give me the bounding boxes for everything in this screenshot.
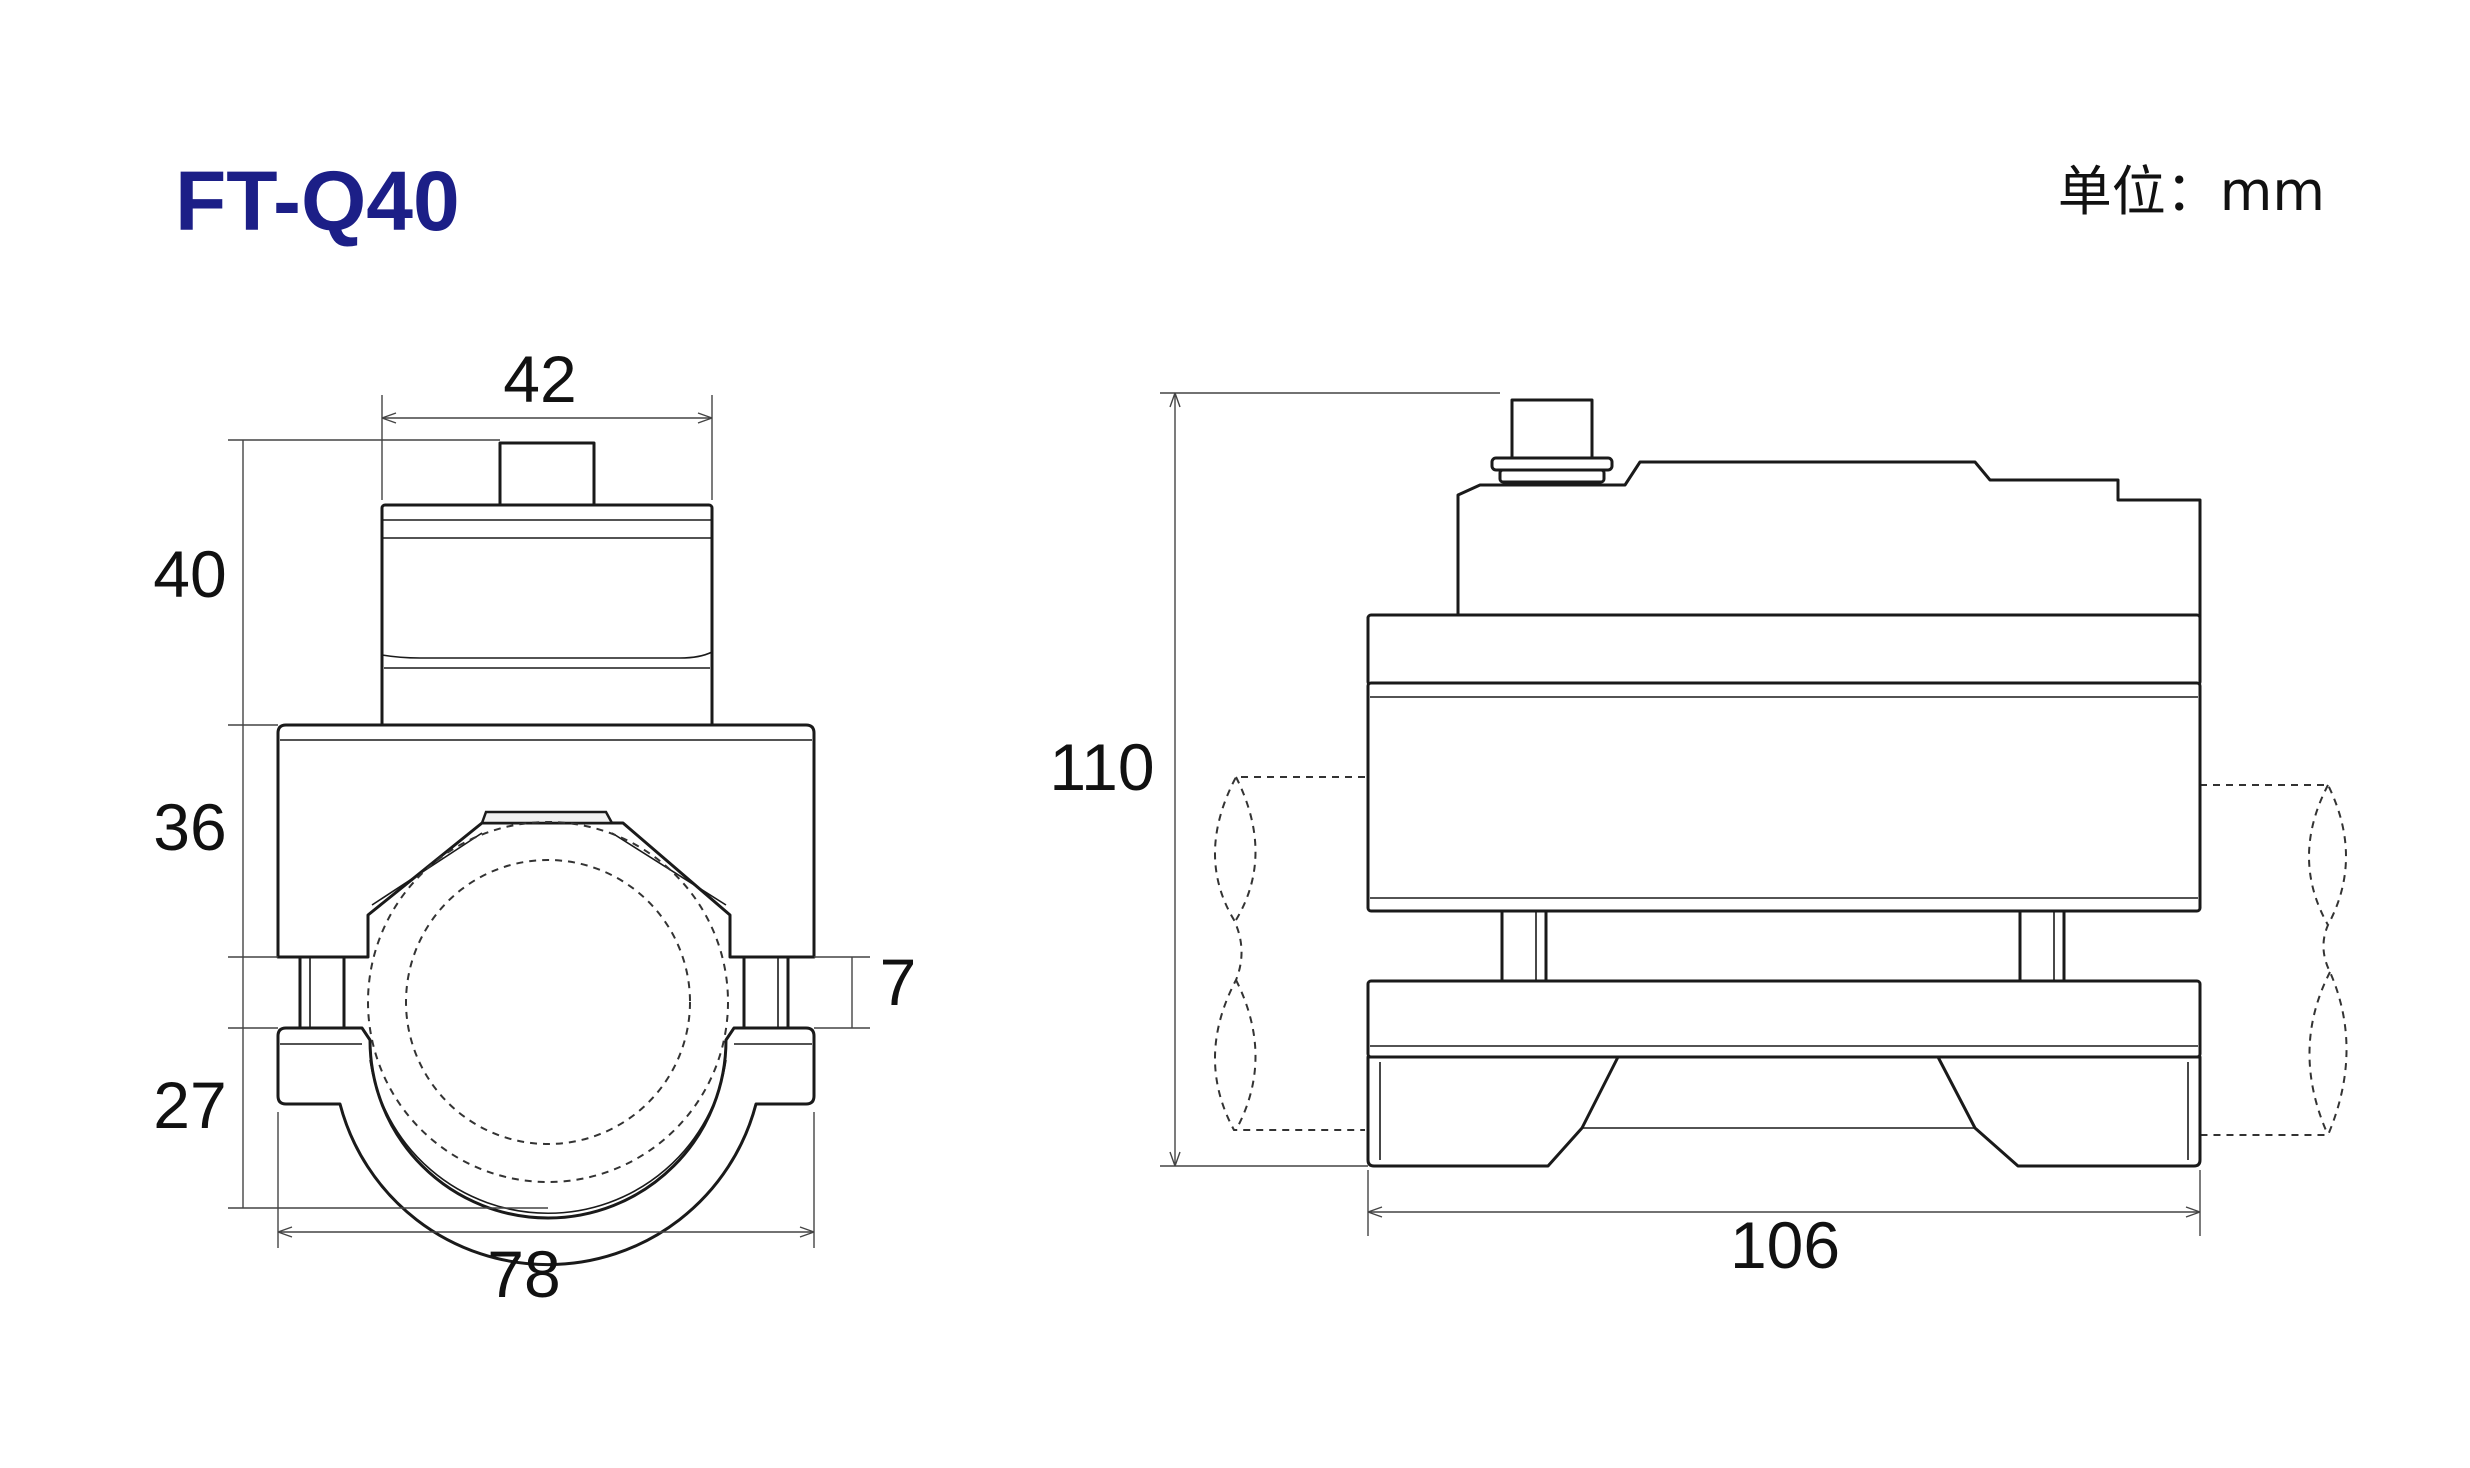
dim-top-width: 42 [503,342,576,416]
side-pipe-right [2200,784,2348,1136]
front-dimension-lines [228,395,870,1248]
dim-gap: 7 [880,945,917,1019]
side-housing-top [1366,460,2202,630]
side-base [1366,1055,2202,1168]
dim-base-width: 78 [487,1237,560,1311]
front-upper-clamp [276,723,816,959]
dim-total-height: 110 [1049,730,1154,804]
side-flange [1366,613,2202,687]
dim-sensor-height: 40 [153,537,226,611]
front-pipe-inner [405,859,691,1145]
side-upper-clamp [1366,681,2202,913]
dim-clamp-lower-height: 27 [153,1068,226,1142]
dim-clamp-upper-height: 36 [153,790,226,864]
unit-label: 单位：mm [2058,160,2325,223]
front-lower-clamp [276,1026,816,1267]
dim-length: 106 [1730,1208,1840,1282]
side-post-left [1500,909,1548,983]
side-connector [1510,398,1594,460]
side-dimension-lines [1160,392,2201,1236]
front-pipe-outer [367,821,729,1183]
front-view [276,441,816,1267]
product-title: FT-Q40 [175,154,460,248]
side-view [1214,398,2348,1168]
front-post-right [742,955,790,1030]
front-post-left [298,955,346,1030]
side-post-right [2018,909,2066,983]
front-connector [498,441,596,509]
side-pipe-left [1214,776,1365,1131]
